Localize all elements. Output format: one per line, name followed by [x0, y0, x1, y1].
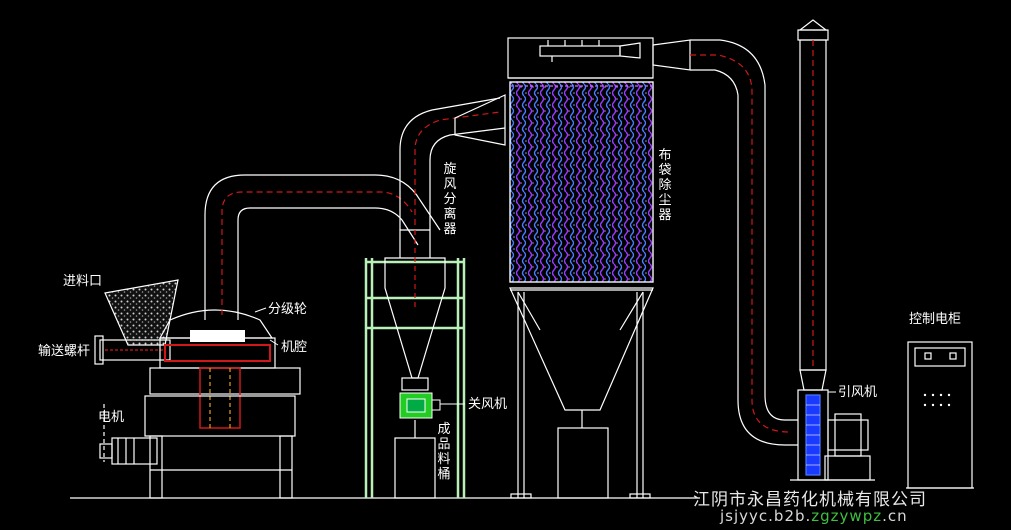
induced-draft-fan	[790, 389, 875, 481]
classifier-housing	[158, 309, 274, 339]
control-cabinet	[906, 341, 974, 489]
duct-filter-to-fan	[652, 39, 798, 446]
feed-hopper	[104, 279, 179, 346]
label-classifier-wheel: 分级轮	[268, 302, 308, 317]
label-airlock-valve: 关风机	[468, 397, 508, 412]
product-bin	[394, 437, 436, 499]
filter-bags	[509, 81, 654, 283]
duct-mill-to-cyclone	[204, 174, 441, 320]
label-cyclone-separator: 旋风分离器	[443, 162, 457, 237]
exhaust-stack	[797, 19, 829, 391]
label-control-cabinet: 控制电柜	[909, 312, 962, 327]
label-feed-inlet: 进料口	[63, 274, 103, 289]
mill-unit	[94, 279, 301, 499]
watermark-company: 江阴市永昌药化机械有限公司	[693, 490, 927, 510]
label-screw-conveyor: 输送螺杆	[38, 344, 91, 359]
label-mill-chamber: 机腔	[281, 340, 308, 355]
watermark-url-prefix: jsjyyc.b2b.	[720, 507, 812, 525]
watermark-url: jsjyyc.b2b.zgzywpz.cn	[720, 507, 908, 525]
label-bag-filter: 布袋除尘器	[658, 148, 672, 223]
mill-frame	[144, 395, 296, 437]
watermark-url-suffix: .cn	[882, 507, 908, 525]
bag-filter	[507, 37, 654, 499]
watermark-url-green: zgzywpz	[811, 507, 883, 525]
screw-conveyor	[99, 339, 171, 361]
label-motor: 电机	[98, 410, 125, 425]
mill-chamber-body	[159, 337, 276, 369]
cyclone-separator	[364, 94, 506, 499]
label-induced-draft-fan: 引风机	[838, 385, 878, 400]
label-product-bin: 成品料桶	[437, 422, 451, 482]
